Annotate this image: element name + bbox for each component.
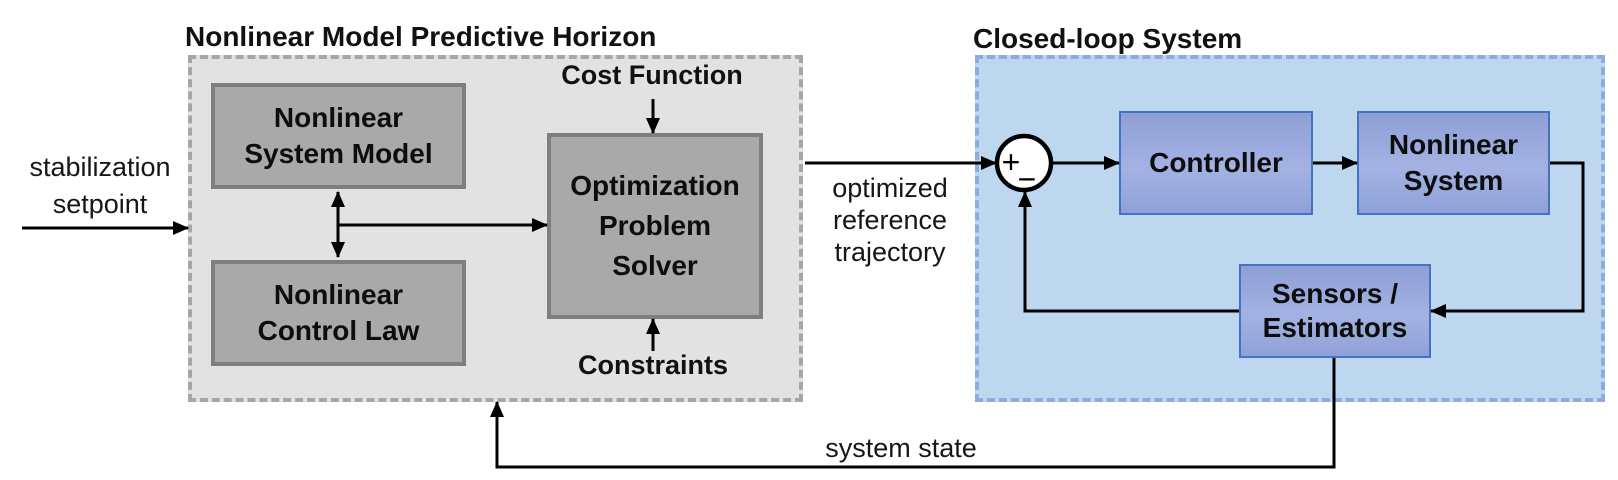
nonlinear-system-model-line1: Nonlinear xyxy=(273,102,404,133)
solver-line3: Solver xyxy=(612,250,698,281)
nonlinear-control-law-line2: Control Law xyxy=(257,315,420,346)
cost-function-label: Cost Function xyxy=(561,60,743,90)
nonlinear-system-model-line2: System Model xyxy=(244,138,433,169)
constraints-label: Constraints xyxy=(577,350,729,380)
nonlinear-system-box: Nonlinear System xyxy=(1357,111,1550,215)
nonlinear-system-line2: System xyxy=(1403,165,1504,196)
summing-junction-circle xyxy=(994,133,1054,193)
sensors-line1: Sensors / xyxy=(1271,278,1399,309)
sensors-to-junction-arrow xyxy=(1018,191,1239,313)
solver-line2: Problem xyxy=(598,210,712,241)
right-container-title: Closed-loop System xyxy=(973,23,1243,54)
left-container-title: Nonlinear Model Predictive Horizon xyxy=(185,21,657,52)
stabilization-setpoint-label: stabilization setpoint xyxy=(29,149,170,223)
stabilization-setpoint-line1: stabilization xyxy=(29,152,171,182)
summing-junction-plus-sign: + xyxy=(1002,144,1021,180)
sensors-line2: Estimators xyxy=(1262,312,1408,343)
nonlinear-control-law-line1: Nonlinear xyxy=(273,279,404,310)
solver-line1: Optimization xyxy=(570,170,740,201)
nonlinear-system-line1: Nonlinear xyxy=(1388,129,1519,160)
system-state-label: system state xyxy=(825,433,977,463)
reference-line3: trajectory xyxy=(834,237,946,267)
controller-box: Controller xyxy=(1119,111,1313,215)
optimization-problem-solver-box: Optimization Problem Solver xyxy=(547,133,763,319)
nonlinear-control-law-box: Nonlinear Control Law xyxy=(211,260,466,366)
reference-line1: optimized xyxy=(832,173,948,203)
controller-label: Controller xyxy=(1149,147,1283,178)
optimized-reference-trajectory-label: optimized reference trajectory xyxy=(832,172,948,268)
system-state-feedback-arrow xyxy=(490,358,1336,469)
system-to-sensors-arrow xyxy=(1430,161,1585,318)
reference-line2: reference xyxy=(832,205,948,235)
sensors-estimators-box: Sensors / Estimators xyxy=(1239,264,1431,358)
stabilization-setpoint-line2: setpoint xyxy=(52,189,148,219)
nonlinear-system-model-box: Nonlinear System Model xyxy=(211,83,466,189)
summing-junction-minus-sign: − xyxy=(1018,161,1037,197)
